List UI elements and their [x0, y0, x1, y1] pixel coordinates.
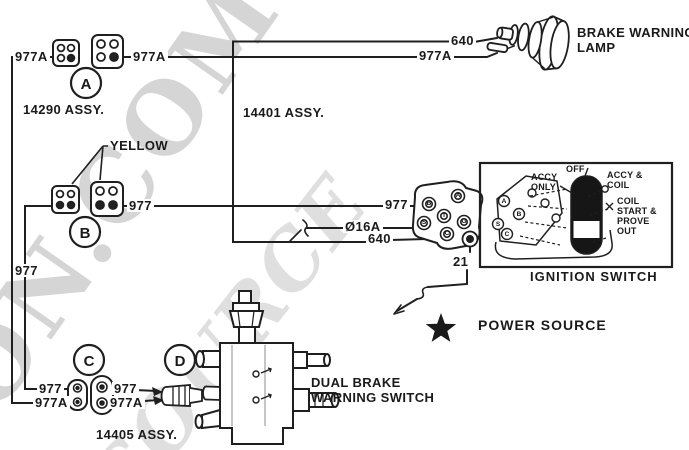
label-977a-c-right: 977A [108, 395, 145, 410]
arrowhead-977 [152, 387, 163, 396]
coil-start-line4: OUT [617, 226, 637, 236]
callout-a: A [80, 76, 92, 93]
label-977-mid-left: 977 [127, 198, 154, 213]
connector-group-cd [67, 375, 114, 415]
label-977-c-left: 977 [37, 381, 64, 396]
label-977a-top-left: 977A [13, 49, 50, 64]
accy-only-line1: ACCY [531, 172, 558, 182]
label-brake-warning-lamp: BRAKE WARNING LAMP [577, 25, 689, 55]
label-14405-assy: 14405 ASSY. [96, 427, 178, 442]
coil-start-line2: START & [617, 206, 657, 216]
dual-brake-switch-body [194, 290, 340, 445]
pin-letter-s: S [421, 219, 427, 226]
label-977a-top-right: 977A [131, 49, 168, 64]
label-16a: Ø16A [343, 219, 383, 234]
inner-pin-a: A [501, 198, 507, 205]
label-dual-brake-switch: DUAL BRAKE WARNING SWITCH [311, 375, 434, 405]
connector-group-a [52, 34, 124, 69]
ignition-switch-box [478, 161, 674, 269]
callout-d: D [174, 353, 186, 370]
label-977-c-right: 977 [112, 381, 139, 396]
label-power-source: POWER SOURCE [478, 317, 607, 333]
ignition-pos-accy-only: ACCY ONLY [531, 172, 558, 192]
pin-letter-c: C [444, 230, 450, 237]
accy-coil-line1: ACCY & [607, 170, 643, 180]
label-977a-c-left: 977A [33, 395, 70, 410]
brake-warning-line2: LAMP [577, 40, 616, 55]
coil-start-line1: COIL [617, 196, 640, 206]
callout-b: B [79, 225, 91, 242]
ignition-pos-coil-start: COIL START & PROVE OUT [617, 196, 657, 236]
label-640-lamp: 640 [449, 33, 476, 48]
dual-brake-line2: WARNING SWITCH [311, 390, 435, 405]
wire-977-left-run [24, 205, 71, 390]
power-source-star [425, 313, 457, 342]
ignition-pos-accy-coil: ACCY & COIL [607, 170, 643, 190]
arrowhead-977a [153, 396, 164, 405]
label-977a-lamp: 977A [417, 48, 454, 63]
pin-letter-a: A [455, 192, 461, 199]
label-yellow: YELLOW [110, 138, 169, 153]
brake-warning-lamp [486, 15, 570, 71]
wire-977a-top-run [122, 52, 498, 58]
callout-circles [68, 66, 197, 377]
brake-warning-line1: BRAKE WARNING [577, 25, 689, 40]
inner-pin-c: C [504, 231, 510, 238]
accy-only-line2: ONLY [531, 181, 556, 192]
inner-pin-b: B [516, 211, 522, 218]
label-21: 21 [453, 254, 469, 269]
ignition-pos-off: OFF [566, 164, 585, 174]
callout-c: C [83, 353, 95, 370]
label-14290-assy: 14290 ASSY. [23, 102, 105, 117]
inner-pin-s: S [495, 221, 501, 228]
accy-coil-line2: COIL [607, 179, 630, 190]
coil-start-line3: PROVE [617, 216, 650, 226]
yellow-pointer-lines [71, 145, 108, 185]
pin-letter-b: B [426, 200, 432, 207]
connector-group-b [51, 145, 124, 217]
label-977-vertical: 977 [13, 263, 40, 278]
label-ignition-switch: IGNITION SWITCH [530, 269, 658, 284]
label-14401-assy: 14401 ASSY. [243, 105, 325, 120]
dual-brake-line1: DUAL BRAKE [311, 375, 401, 390]
pin-letter-g: G [461, 218, 467, 225]
pin-letter-i: I [443, 212, 445, 219]
label-640-mid: 640 [366, 231, 393, 246]
label-977-mid-right: 977 [383, 197, 410, 212]
